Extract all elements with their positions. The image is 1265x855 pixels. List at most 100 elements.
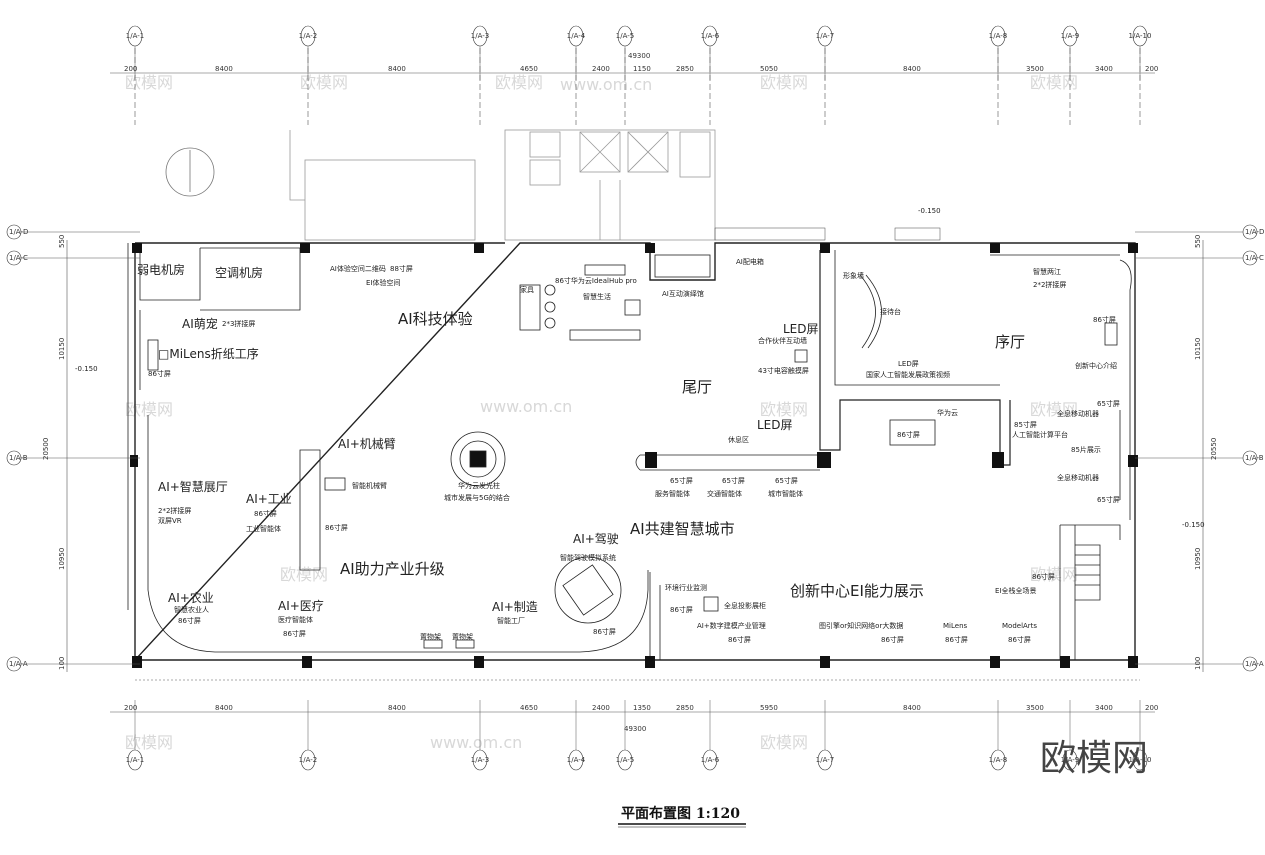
label-led-nat: LED屏 [898,360,919,368]
label-ai-calc: 人工智能计算平台 [1012,430,1068,439]
label-led-1-sub: 合作伙伴互动墙 [758,336,807,345]
label-ai-digital: AI+数字建模产业管理 [697,621,766,630]
zone-labels: AI萌宠 2*3拼接屏 □MiLens折纸工序 86寸屏 AI+机械臂 智能机械… [75,207,1205,644]
dim-bottom: 5950 [760,704,778,712]
label-industry-sub2: 工业智能体 [246,524,281,533]
axis-label: 1/A-C [9,254,28,262]
dim-right: 550 [1194,235,1202,248]
dim-bottom: 3500 [1026,704,1044,712]
label-top-88: 88寸屏 [390,264,413,273]
watermark: 欧模网 [280,565,328,584]
dim-top: 8400 [903,65,921,73]
watermark: 欧模网 [125,73,173,92]
label-hw-cloud2: 华为云 [937,408,958,417]
label-s65c: 65寸屏 [775,476,798,485]
axis-label: 1/A-5 [616,32,634,40]
dim-left: 10950 [58,548,66,570]
watermark-url: www.om.cn [560,75,652,94]
label-reception: 接待台 [880,307,901,316]
dim-top: 200 [124,65,137,73]
axis-label: 1/A-1 [126,32,144,40]
dim-right: 20550 [1210,438,1218,460]
label-digital-86: 86寸屏 [728,635,751,644]
label-innov-intro: 创新中心介绍 [1075,361,1117,370]
label-top-ai-exp2: EI体验空间 [366,278,401,287]
label-top-86: 86寸华为云IdealHub pro [555,276,637,285]
label-drive-86: 86寸屏 [593,627,616,636]
watermark: 欧模网 [1030,73,1078,92]
axis-label: 1/A-2 [299,32,317,40]
watermark: 欧模网 [300,73,348,92]
label-led-43: 43寸电容触摸屏 [758,366,809,375]
label-ai-industry: AI+工业 [246,492,292,506]
label-ai-mfg: AI+制造 [492,600,538,614]
room-weiting: 尾厅 [682,378,712,396]
axis-label: 1/A-8 [989,32,1007,40]
image-wall [859,274,876,349]
dim-bottom: 8400 [388,704,406,712]
plan-title-block: 平面布置图 1:120 [618,805,746,828]
fixtures [147,254,1118,649]
dim-bottom: 3400 [1095,704,1113,712]
label-led-1: LED屏 [783,322,819,336]
label-led-nat-sub: 国家人工智能发展政策视频 [866,370,950,379]
label-drive-sub: 智能驾驶模拟系统 [560,553,616,562]
dim-top: 2850 [676,65,694,73]
dim-bottom-total: 49300 [624,725,646,733]
axis-label: 1/A-7 [816,756,834,764]
dim-top: 8400 [388,65,406,73]
label-s65-r2: 65寸屏 [1097,495,1120,504]
axis-label: 1/A-3 [471,756,489,764]
label-s65-r: 65寸屏 [1097,399,1120,408]
label-s65b: 65寸屏 [722,476,745,485]
label-milens: □MiLens折纸工序 [158,346,259,361]
core-area [165,129,716,241]
dim-bottom: 2400 [592,704,610,712]
dim-top: 3500 [1026,65,1044,73]
furniture-cabinet [519,284,541,331]
dim-right: 10150 [1194,338,1202,360]
dim-bottom: 1350 [633,704,651,712]
label-hw-cloud-sub: 城市发展与5G的结合 [444,493,510,502]
label-medical-sub1: 医疗智能体 [278,615,313,624]
label-industry-86: 86寸屏 [325,523,348,532]
level-mark: -0.150 [1182,521,1205,529]
axis-label: 1/A-B [9,454,28,462]
watermark: 欧模网 [760,400,808,419]
axis-label: 1/A-1 [126,756,144,764]
watermark: 欧模网 [1030,400,1078,419]
dim-top: 1150 [633,65,651,73]
axis-label: 1/A-9 [1061,756,1079,764]
dim-bottom: 2850 [676,704,694,712]
dimensions: 200 8400 8400 4650 2400 1150 2850 5050 8… [42,52,1218,733]
level-mark: -0.150 [75,365,98,373]
dim-left: 550 [58,235,66,248]
label-env: 环境行业监测 [665,583,707,592]
axis-label: 1/A-A [9,660,28,668]
dim-bottom: 200 [1145,704,1158,712]
label-env-86: 86寸屏 [670,605,693,614]
label-holo1: 全息移动机器 [1057,409,1099,418]
dim-top: 5050 [760,65,778,73]
dim-left: 20500 [42,438,50,460]
label-ai-arm: AI+机械臂 [338,436,396,451]
dim-bottom: 8400 [215,704,233,712]
label-milens2-86: 86寸屏 [945,635,968,644]
dim-left: 10150 [58,338,66,360]
watermark: 欧模网 [760,733,808,752]
dim-top: 200 [1145,65,1158,73]
dim-bottom: 8400 [903,704,921,712]
label-shape-wall: 形象墙 [843,271,864,280]
axis-label: 1/A-2 [299,756,317,764]
columns [130,243,1138,668]
watermark-url: www.om.cn [480,397,572,416]
label-smart-room: AI互动演绎馆 [662,289,704,298]
dim-bottom: 4650 [520,704,538,712]
driving-simulator [554,556,622,624]
room-xuting: 序厅 [995,333,1025,351]
axis-label: 1/A-10 [1129,32,1152,40]
label-ai-elec: AI配电箱 [736,257,764,266]
axis-label: 1/A-9 [1061,32,1079,40]
label-kg-86: 86寸屏 [881,635,904,644]
